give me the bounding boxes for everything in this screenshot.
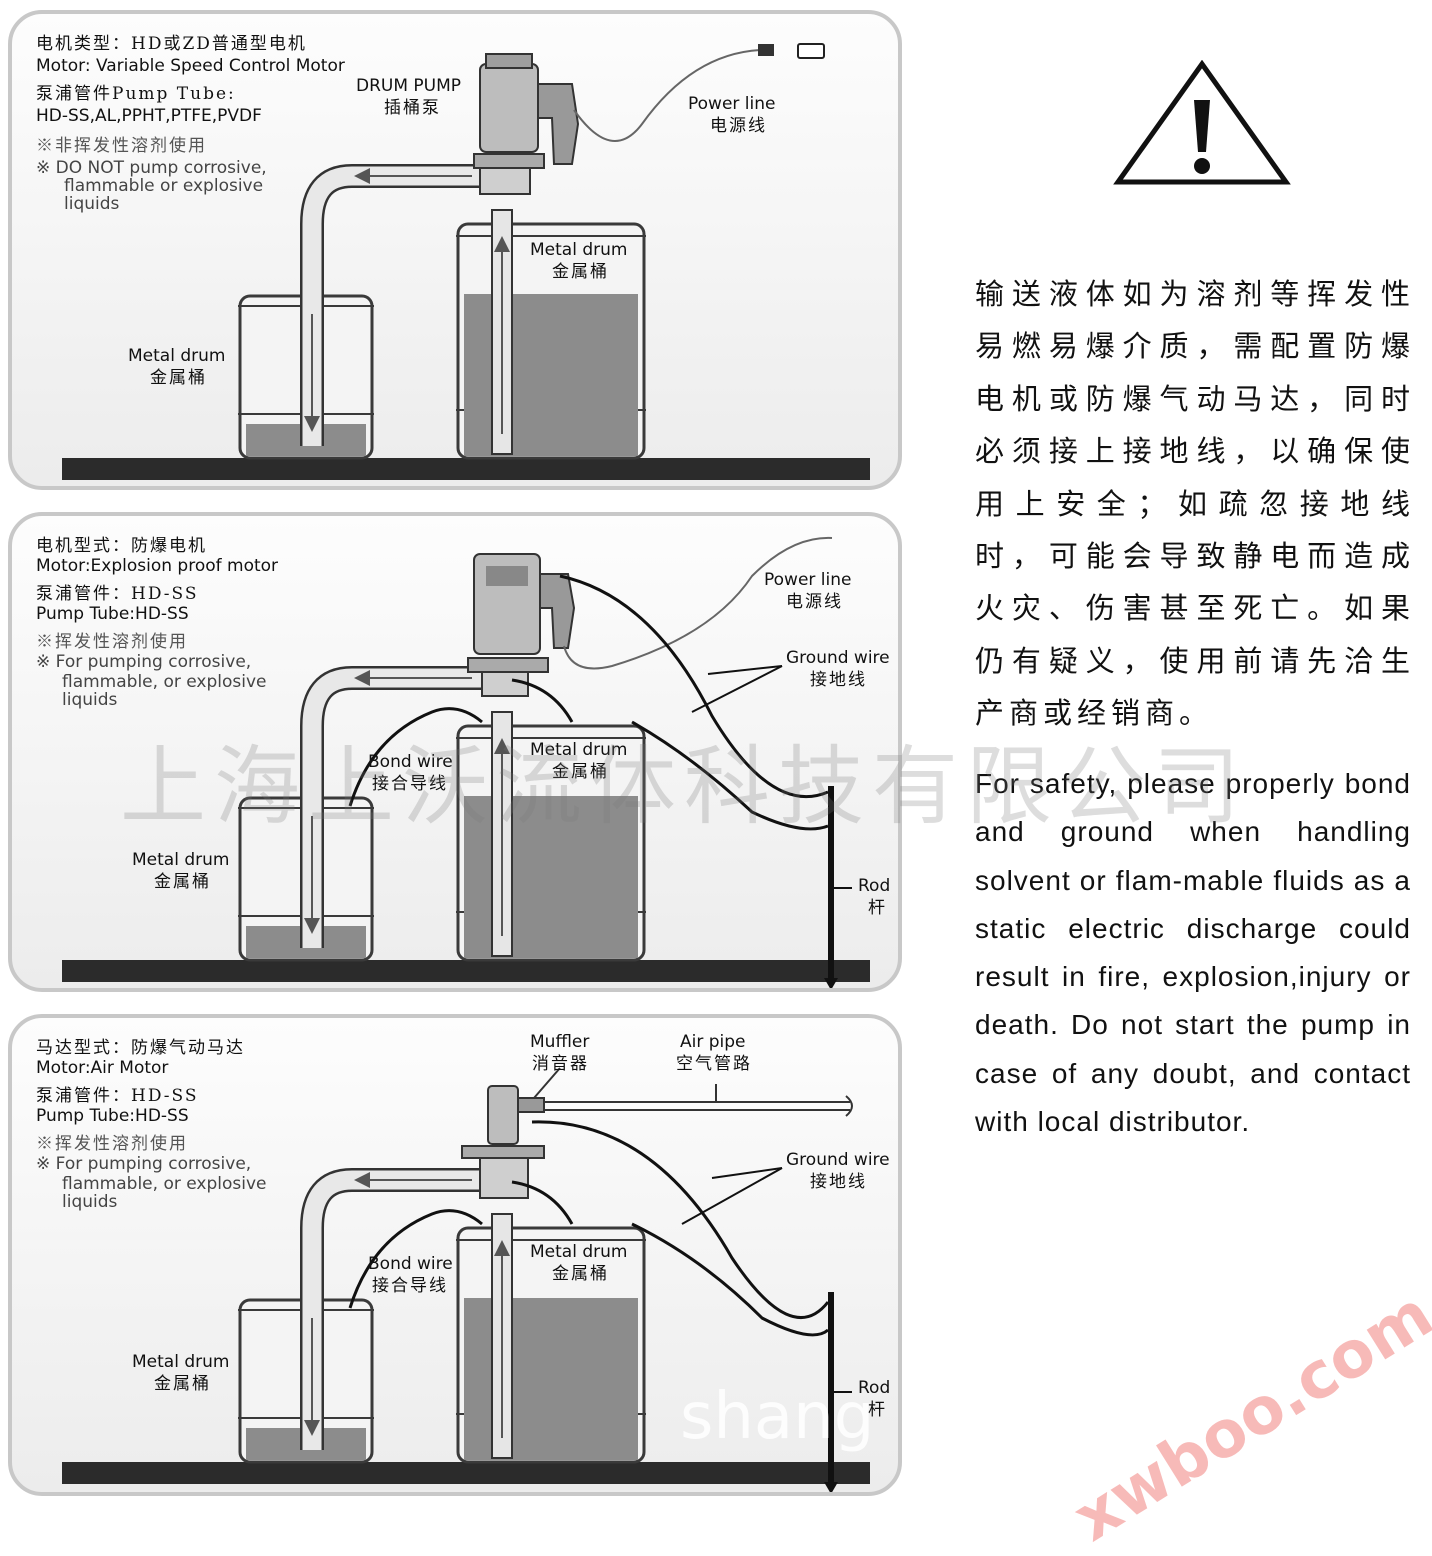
right-drum-label: Metal drum bbox=[530, 1242, 628, 1262]
warning-text-cn: 输送液体如为溶剂等挥发性易燃易爆介质，需配置防爆电机或防爆气动马达，同时必须接上… bbox=[975, 277, 1415, 731]
left-drum-label: Metal drum bbox=[132, 1352, 230, 1372]
motor-type-cn: 马达型式：防爆气动马达 bbox=[36, 1038, 245, 1058]
right-drum-cn: 金属桶 bbox=[552, 1264, 609, 1284]
motor-type-cn: 电机类型：HD或ZD普通型电机 bbox=[36, 34, 307, 54]
pump-tube-en: Pump Tube:HD-SS bbox=[36, 604, 189, 624]
diagram-explosion-proof-pump bbox=[62, 536, 870, 988]
air-pipe-label: Air pipe bbox=[680, 1032, 746, 1052]
ground-wire bbox=[559, 574, 829, 798]
motor-type-en: Motor:Explosion proof motor bbox=[36, 556, 279, 576]
panel-explosion-proof-motor: 电机型式：防爆电机 Motor:Explosion proof motor 泵浦… bbox=[8, 512, 902, 992]
left-drum-cn: 金属桶 bbox=[154, 872, 211, 892]
rod-label: Rod bbox=[858, 1378, 891, 1398]
drum-pump-cn: 插桶泵 bbox=[384, 98, 441, 118]
right-drum-label: Metal drum bbox=[530, 240, 628, 260]
bond-wire bbox=[348, 707, 483, 807]
pump-tube-label: 泵浦管件Pump Tube: bbox=[36, 84, 236, 104]
power-line-label: Power line bbox=[688, 94, 776, 114]
site-watermark: xwboo.com bbox=[1061, 1277, 1432, 1556]
left-drum-label: Metal drum bbox=[128, 346, 226, 366]
panel-standard-motor: 电机类型：HD或ZD普通型电机 Motor: Variable Speed Co… bbox=[8, 10, 902, 490]
ground-wire-label: Ground wire bbox=[786, 1150, 890, 1170]
motor-type-en: Motor: Variable Speed Control Motor bbox=[36, 56, 345, 76]
note-cn: ※挥发性溶剂使用 bbox=[36, 1134, 188, 1154]
left-drum-label: Metal drum bbox=[132, 850, 230, 870]
muffler-cn: 消音器 bbox=[532, 1054, 589, 1074]
ground-wire-cn: 接地线 bbox=[810, 670, 867, 690]
power-line-cn: 电源线 bbox=[710, 116, 767, 136]
note-en-3: liquids bbox=[62, 1192, 118, 1212]
ground-wire-cn: 接地线 bbox=[810, 1172, 867, 1192]
warning-text-en: For safety, please properly bond and gro… bbox=[975, 768, 1411, 1138]
right-drum-label: Metal drum bbox=[530, 740, 628, 760]
warning-triangle-icon bbox=[1113, 60, 1291, 185]
rod-label: Rod bbox=[858, 876, 891, 896]
rod-cn: 杆 bbox=[868, 1400, 887, 1420]
ground-rod bbox=[828, 786, 834, 982]
bond-wire-cn: 接合导线 bbox=[372, 774, 448, 794]
rod-cn: 杆 bbox=[868, 898, 887, 918]
left-drum-cn: 金属桶 bbox=[150, 368, 207, 388]
motor-handle bbox=[539, 573, 576, 649]
note-en-3: liquids bbox=[62, 690, 118, 710]
diagram-air-motor-pump bbox=[62, 1067, 870, 1492]
ground-bar bbox=[62, 458, 870, 480]
right-drum bbox=[456, 1226, 646, 1464]
ground-bar bbox=[62, 1462, 870, 1484]
ground-bar bbox=[62, 960, 870, 982]
note-en-2: flammable or explosive bbox=[64, 176, 264, 196]
bond-wire-label: Bond wire bbox=[368, 752, 453, 772]
pump-tube-cn: 泵浦管件：HD-SS bbox=[36, 1086, 199, 1106]
motor-type-cn: 电机型式：防爆电机 bbox=[36, 536, 207, 556]
pump-tube-cn: 泵浦管件：HD-SS bbox=[36, 584, 199, 604]
motor-type-en: Motor:Air Motor bbox=[36, 1058, 169, 1078]
motor-handle bbox=[537, 83, 580, 165]
bond-wire bbox=[348, 1209, 483, 1309]
bond-wire-cn: 接合导线 bbox=[372, 1276, 448, 1296]
pump-tube-types: HD-SS,AL,PPHT,PTFE,PVDF bbox=[36, 106, 262, 126]
bond-wire-label: Bond wire bbox=[368, 1254, 453, 1274]
diagram-standard-pump bbox=[62, 43, 870, 480]
note-cn: ※挥发性溶剂使用 bbox=[36, 632, 188, 652]
right-drum bbox=[456, 724, 646, 962]
note-en-1: ※ DO NOT pump corrosive, bbox=[36, 158, 267, 178]
right-drum-cn: 金属桶 bbox=[552, 762, 609, 782]
ground-rod bbox=[828, 1292, 834, 1486]
motor-body bbox=[479, 63, 539, 153]
right-drum-cn: 金属桶 bbox=[552, 262, 609, 282]
ground-wire bbox=[531, 1120, 830, 1319]
note-en-3: liquids bbox=[64, 194, 120, 214]
note-en-2: flammable, or explosive bbox=[62, 1174, 267, 1194]
pump-tube-en: Pump Tube:HD-SS bbox=[36, 1106, 189, 1126]
drum-pump-label: DRUM PUMP bbox=[356, 76, 462, 96]
note-en-1: ※ For pumping corrosive, bbox=[36, 1154, 252, 1174]
note-cn: ※非挥发性溶剂使用 bbox=[36, 136, 207, 156]
note-en-2: flammable, or explosive bbox=[62, 672, 267, 692]
ground-wire-label: Ground wire bbox=[786, 648, 890, 668]
air-pipe-cn: 空气管路 bbox=[676, 1054, 752, 1074]
note-en-1: ※ For pumping corrosive, bbox=[36, 652, 252, 672]
power-line-cn: 电源线 bbox=[786, 592, 843, 612]
panel-air-motor: 马达型式：防爆气动马达 Motor:Air Motor 泵浦管件：HD-SS P… bbox=[8, 1014, 902, 1496]
power-line-label: Power line bbox=[764, 570, 852, 590]
muffler-label: Muffler bbox=[530, 1032, 590, 1052]
air-motor bbox=[487, 1085, 519, 1145]
left-drum-cn: 金属桶 bbox=[154, 1374, 211, 1394]
